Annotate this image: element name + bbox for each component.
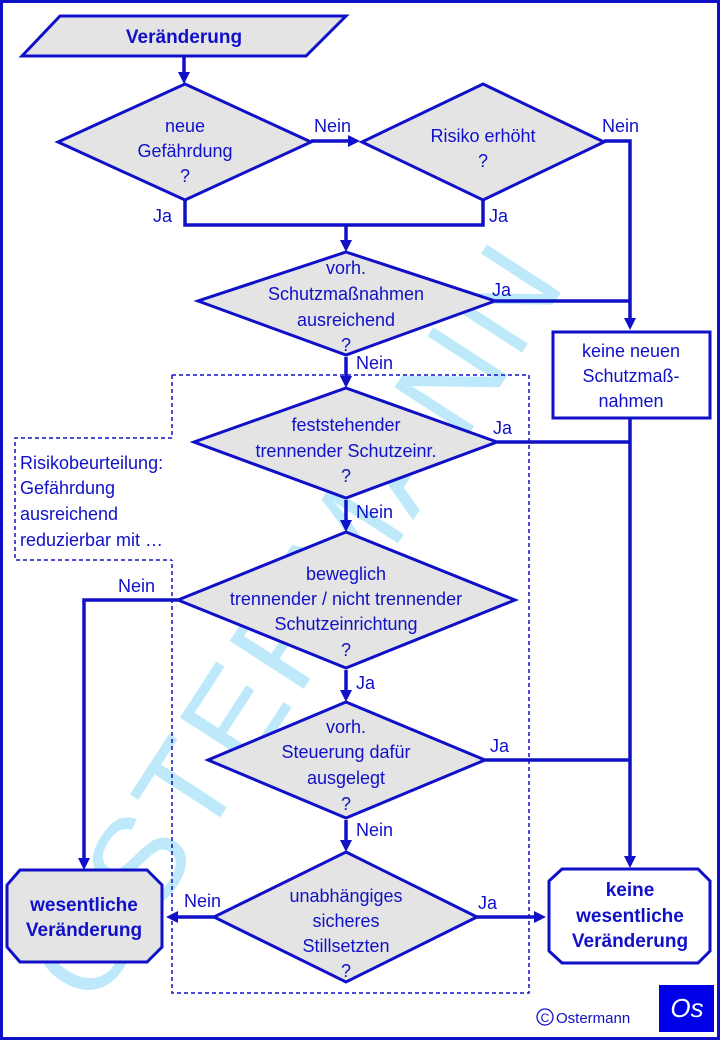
d6-line4: ?	[341, 794, 351, 814]
note-line3: ausreichend	[20, 504, 118, 524]
d3-line1: vorh.	[326, 258, 366, 278]
connectors	[82, 56, 632, 919]
box-keine-neuen-schutzmassnahmen	[551, 330, 712, 420]
keine-neuen-line3: nahmen	[598, 391, 663, 411]
d7-line2: sicheres	[312, 911, 379, 931]
decision-neue-gefaehrdung	[54, 82, 315, 202]
terminal-wesentliche-veraenderung	[5, 868, 164, 964]
d7-line1: unabhängiges	[289, 886, 402, 906]
label-ja-d1: Ja	[153, 206, 173, 226]
d4-line2: trennender Schutzeinr.	[255, 441, 436, 461]
label-ja-d2: Ja	[489, 206, 509, 226]
d6-line2: Steuerung dafür	[281, 742, 410, 762]
d6-line1: vorh.	[326, 717, 366, 737]
label-nein-d1: Nein	[314, 116, 351, 136]
decision-schutzmassnahmen-ausreichend	[193, 250, 500, 357]
start-label: Veränderung	[126, 27, 242, 48]
decision-unabhaengiges-stillsetzen	[210, 850, 481, 984]
keine-wesentlich-line1: keine	[606, 880, 655, 901]
copyright-text: Ostermann	[556, 1010, 630, 1027]
label-ja-d4: Ja	[493, 418, 513, 438]
d5-line2: trennender / nicht trennender	[230, 589, 462, 609]
label-nein-d5: Nein	[118, 576, 155, 596]
note-line2: Gefährdung	[20, 478, 115, 498]
decision-beweglich-trennender	[174, 530, 520, 670]
label-ja-d3: Ja	[492, 280, 512, 300]
d3-line3: ausreichend	[297, 310, 395, 330]
decision-feststehender-schutzeinrichtung	[189, 386, 502, 500]
label-nein-d3: Nein	[356, 353, 393, 373]
d1-line3: ?	[180, 166, 190, 186]
note-line1: Risikobeurteilung:	[20, 453, 163, 473]
d1-line1: neue	[165, 116, 205, 136]
start-node	[18, 14, 350, 58]
d3-line4: ?	[341, 335, 351, 355]
d5-line4: ?	[341, 640, 351, 660]
arrowheads	[78, 72, 636, 923]
d5-line3: Schutzeinrichtung	[274, 614, 417, 634]
logo-text: Os	[670, 993, 703, 1023]
decision-risiko-erhoeht	[358, 82, 608, 202]
label-ja-d5: Ja	[356, 673, 376, 693]
logo-box	[659, 985, 714, 1032]
d1-line2: Gefährdung	[137, 141, 232, 161]
label-ja-d6: Ja	[490, 736, 510, 756]
dashed-frame	[171, 374, 530, 994]
label-nein-d4: Nein	[356, 502, 393, 522]
label-ja-d7: Ja	[478, 893, 498, 913]
wesentlich-line1: wesentliche	[29, 895, 138, 916]
copyright-symbol: C	[541, 1011, 550, 1025]
d4-line1: feststehender	[291, 415, 400, 435]
terminal-keine-wesentliche-veraenderung	[547, 867, 712, 965]
decision-steuerung-ausgelegt	[204, 700, 489, 820]
label-nein-d7: Nein	[184, 891, 221, 911]
d7-line4: ?	[341, 961, 351, 981]
wesentlich-line2: Veränderung	[26, 920, 142, 941]
d4-line3: ?	[341, 466, 351, 486]
note-line4: reduzierbar mit …	[20, 530, 163, 550]
keine-wesentlich-line3: Veränderung	[572, 931, 688, 952]
d2-line1: Risiko erhöht	[430, 126, 535, 146]
d3-line2: Schutzmaßnahmen	[268, 284, 424, 304]
d2-line2: ?	[478, 151, 488, 171]
label-nein-d6: Nein	[356, 820, 393, 840]
keine-neuen-line1: keine neuen	[582, 341, 680, 361]
copyright-icon	[536, 1008, 554, 1026]
d6-line3: ausgelegt	[307, 768, 385, 788]
d5-line1: beweglich	[306, 564, 386, 584]
d7-line3: Stillsetzten	[302, 936, 389, 956]
keine-neuen-line2: Schutzmaß-	[582, 366, 679, 386]
keine-wesentlich-line2: wesentliche	[575, 906, 684, 927]
note-box	[14, 375, 173, 561]
label-nein-d2: Nein	[602, 116, 639, 136]
